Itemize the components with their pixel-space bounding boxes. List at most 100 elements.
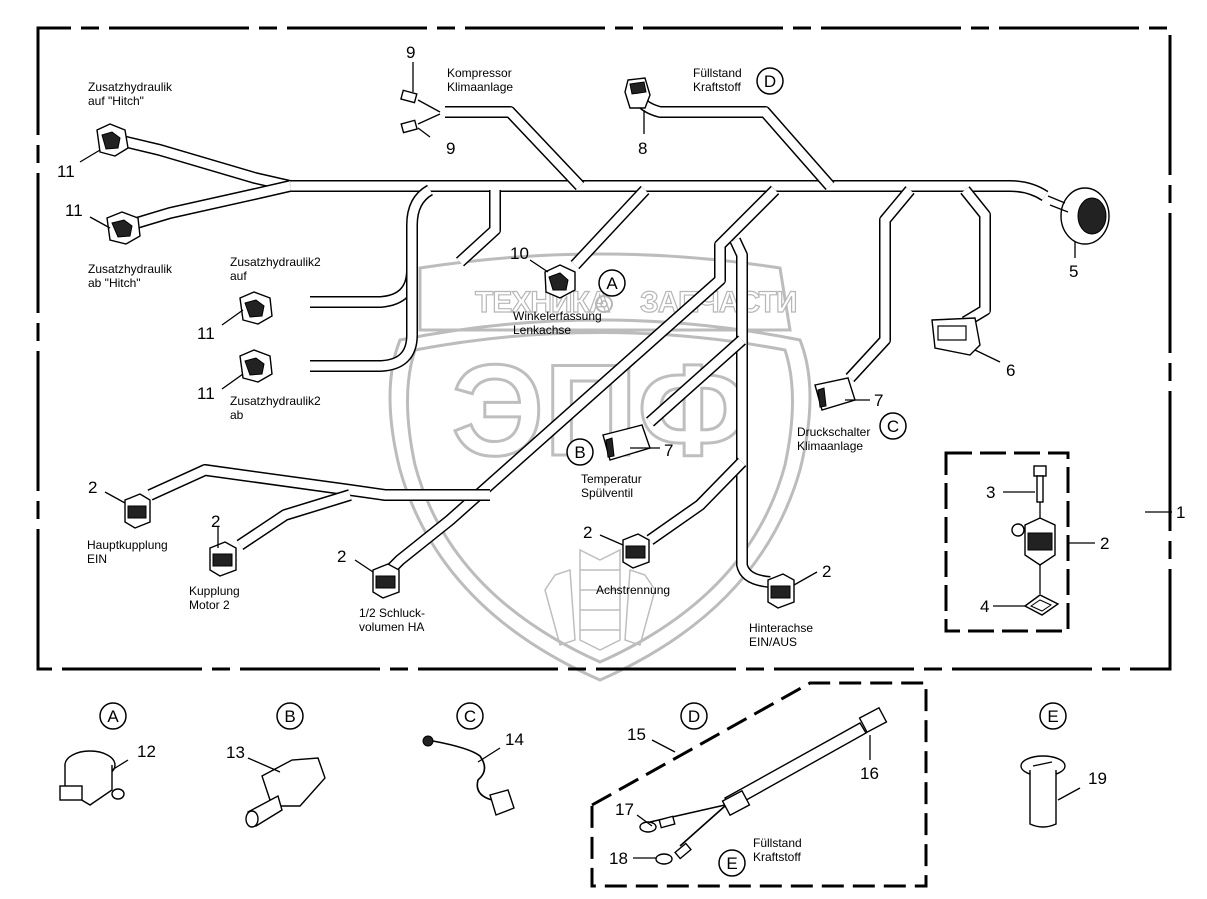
callout-a-main[interactable]: A: [598, 269, 626, 297]
label-temperatur-1: Temperatur: [581, 472, 642, 486]
item-numbers: 1 2 2 2 2 2 2 3 4 5 6 7 7 8 9 9 10 11 11…: [57, 43, 1185, 868]
solenoid-connector-hauptkupplung[interactable]: [124, 493, 151, 529]
callout-a-detail[interactable]: A: [99, 702, 127, 730]
connector-labels: Zusatzhydraulik auf "Hitch" Zusatzhydrau…: [87, 66, 870, 864]
label-kompressor-1: Kompressor: [447, 66, 512, 80]
callout-b-detail[interactable]: B: [276, 702, 304, 730]
svg-text:A: A: [107, 707, 119, 726]
part-17-ring-terminal[interactable]: [639, 804, 726, 833]
part-14-pressure-switch[interactable]: [422, 735, 515, 816]
item-number-2: 2: [1100, 534, 1109, 553]
connector-5-round-plug[interactable]: [1047, 187, 1110, 245]
svg-text:E: E: [1047, 707, 1058, 726]
connector-11-zh2-ab[interactable]: [239, 349, 273, 383]
watermark: ТЕХНИКА ЗАПЧАСТИ ЭПФ: [388, 252, 812, 682]
svg-text:B: B: [284, 707, 295, 726]
label-achstrennung: Achstrennung: [596, 583, 670, 597]
part-13-temperature-sensor[interactable]: [245, 757, 326, 828]
part-19-filler-neck[interactable]: [1020, 755, 1066, 828]
part-18-ring-terminal[interactable]: [655, 805, 726, 865]
item-number-13: 13: [226, 743, 245, 762]
label-zh-auf-hitch-2: auf "Hitch": [88, 94, 144, 108]
item-number-17: 17: [615, 800, 634, 819]
callout-e-detail-d[interactable]: E: [718, 849, 746, 877]
part-16-fuel-level-sensor[interactable]: [721, 706, 888, 817]
solenoid-connector-schluckvolumen[interactable]: [372, 563, 400, 599]
callout-b-main[interactable]: B: [566, 438, 594, 466]
label-druckschalter-2: Klimaanlage: [797, 439, 863, 453]
solenoid-connector-2-detail[interactable]: [1011, 517, 1056, 594]
item-number-8: 8: [638, 139, 647, 158]
item-number-9: 9: [446, 139, 455, 158]
label-temperatur-2: Spülventil: [581, 486, 633, 500]
label-fuellstand-top-1: Füllstand: [693, 66, 742, 80]
wheat-emblem-icon: [544, 548, 656, 651]
watermark-right-text: ЗАПЧАСТИ: [640, 286, 796, 319]
item-number-2: 2: [583, 523, 592, 542]
bolt-3[interactable]: [1033, 465, 1047, 522]
svg-text:E: E: [726, 854, 737, 873]
svg-text:C: C: [887, 417, 899, 436]
callout-d-detail[interactable]: D: [680, 702, 708, 730]
item-number-7: 7: [664, 441, 673, 460]
item-number-5: 5: [1069, 262, 1078, 281]
item-number-11: 11: [57, 162, 75, 181]
connector-9-lower[interactable]: [400, 119, 418, 134]
callout-d-top[interactable]: D: [756, 67, 784, 95]
label-zh2-ab-1: Zusatzhydraulik2: [230, 394, 321, 408]
detail-d-frame: [590, 681, 928, 888]
connector-11-zh2-auf[interactable]: [239, 291, 273, 325]
label-schluckvolumen-1: 1/2 Schluck-: [359, 606, 425, 620]
svg-text:B: B: [574, 443, 585, 462]
label-zh-ab-hitch-1: Zusatzhydraulik: [88, 262, 173, 276]
item-number-12: 12: [137, 742, 156, 761]
part-12-angle-sensor[interactable]: [59, 750, 125, 806]
label-schluckvolumen-2: volumen HA: [359, 620, 424, 634]
connector-11-hitch-auf[interactable]: [96, 123, 129, 157]
main-assembly-frame: [36, 26, 1172, 671]
label-fuellstand-top-2: Kraftstoff: [693, 80, 741, 94]
svg-text:C: C: [464, 707, 476, 726]
label-zh-auf-hitch-1: Zusatzhydraulik: [88, 80, 173, 94]
item-number-2: 2: [822, 562, 831, 581]
connector-6-block[interactable]: [931, 317, 981, 356]
callout-c-main[interactable]: C: [879, 412, 907, 440]
item-number-2: 2: [337, 547, 346, 566]
label-kupplung-motor2-2: Motor 2: [189, 598, 230, 612]
item-number-2: 2: [88, 478, 97, 497]
label-hinterachse-2: EIN/AUS: [749, 635, 797, 649]
solenoid-connector-kupplung-motor2[interactable]: [209, 541, 237, 577]
svg-text:D: D: [764, 72, 776, 91]
label-zh2-auf-1: Zusatzhydraulik2: [230, 255, 321, 269]
item-number-9: 9: [406, 43, 415, 62]
item-number-7: 7: [874, 391, 883, 410]
harness-wires: [116, 96, 1049, 588]
connector-7-temperatur[interactable]: [602, 424, 651, 461]
seal-4[interactable]: [1023, 594, 1060, 616]
connector-8-fuel-level[interactable]: [624, 77, 651, 109]
item-number-11: 11: [65, 201, 83, 220]
connector-9-upper[interactable]: [400, 89, 418, 104]
label-winkel-1: Winkelerfassung: [513, 309, 602, 323]
item-number-1: 1: [1176, 503, 1185, 522]
callout-e-detail[interactable]: E: [1039, 702, 1067, 730]
item-number-19: 19: [1088, 769, 1107, 788]
solenoid-connector-hinterachse[interactable]: [767, 573, 795, 609]
connector-kit-frame: [944, 451, 1070, 633]
connector-11-hitch-ab[interactable]: [106, 211, 141, 245]
label-hauptkupplung-1: Hauptkupplung: [87, 538, 168, 552]
connector-7-druckschalter[interactable]: [814, 377, 856, 411]
callout-letters: D A C B A B C D E E: [99, 67, 1067, 877]
item-number-2: 2: [211, 512, 220, 531]
callout-c-detail[interactable]: C: [456, 702, 484, 730]
item-number-11: 11: [197, 324, 215, 343]
watermark-logo: ЭПФ: [452, 337, 749, 483]
label-zh-ab-hitch-2: ab "Hitch": [88, 276, 141, 290]
label-druckschalter-1: Druckschalter: [797, 425, 870, 439]
label-zh2-auf-2: auf: [230, 269, 247, 283]
solenoid-connector-achstrennung[interactable]: [622, 533, 650, 569]
connector-10-angle-sensor[interactable]: [544, 264, 576, 299]
label-zh2-ab-2: ab: [230, 408, 244, 422]
label-winkel-2: Lenkachse: [513, 323, 571, 337]
